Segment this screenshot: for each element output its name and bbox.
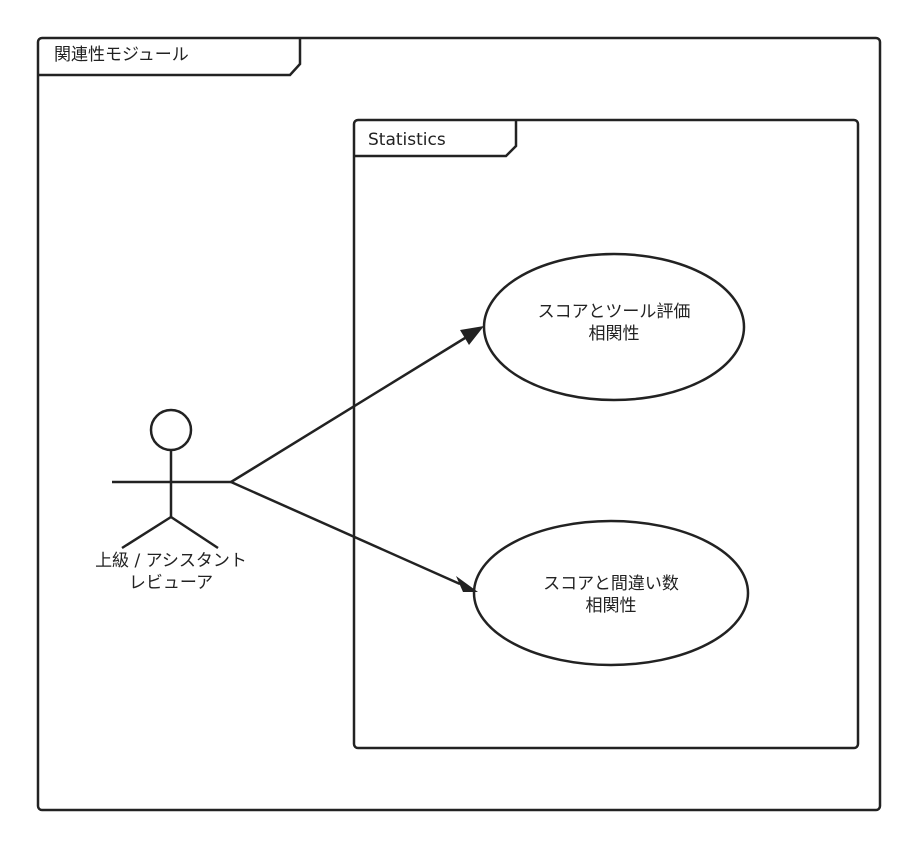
use-case-ellipse-1 bbox=[482, 252, 746, 402]
actor-label-line-1: 上級 / アシスタント bbox=[95, 551, 247, 571]
actor-head bbox=[149, 408, 193, 452]
inner-frame-tab bbox=[354, 120, 518, 158]
use-case-2-line-2: 相関性 bbox=[585, 596, 637, 616]
use-case-2-line-1: スコアと間違い数 bbox=[543, 574, 679, 594]
outer-frame-title: 関連性モジュール bbox=[54, 45, 189, 65]
association-line-1 bbox=[230, 336, 466, 484]
use-case-1-line-2: 相関性 bbox=[588, 324, 640, 344]
association-line-2 bbox=[230, 480, 461, 586]
outer-frame-border bbox=[36, 36, 882, 812]
use-case-1-line-1: スコアとツール評価 bbox=[537, 302, 691, 322]
use-case-label-1: スコアとツール評価 相関性 bbox=[514, 301, 714, 345]
arrowhead-1 bbox=[460, 326, 484, 345]
actor-left-leg bbox=[121, 515, 172, 550]
actor-right-leg bbox=[170, 515, 219, 550]
actor-label-line-2: レビューア bbox=[128, 573, 214, 593]
outer-frame-tab bbox=[38, 38, 302, 77]
use-case-label-2: スコアと間違い数 相関性 bbox=[511, 573, 711, 617]
inner-frame-border bbox=[352, 118, 860, 750]
use-case-ellipse-2 bbox=[472, 519, 750, 667]
actor-label: 上級 / アシスタント レビューア bbox=[61, 550, 281, 594]
actor-figure bbox=[112, 408, 231, 550]
inner-frame-title: Statistics bbox=[368, 130, 446, 150]
arrowhead-2 bbox=[456, 576, 478, 592]
